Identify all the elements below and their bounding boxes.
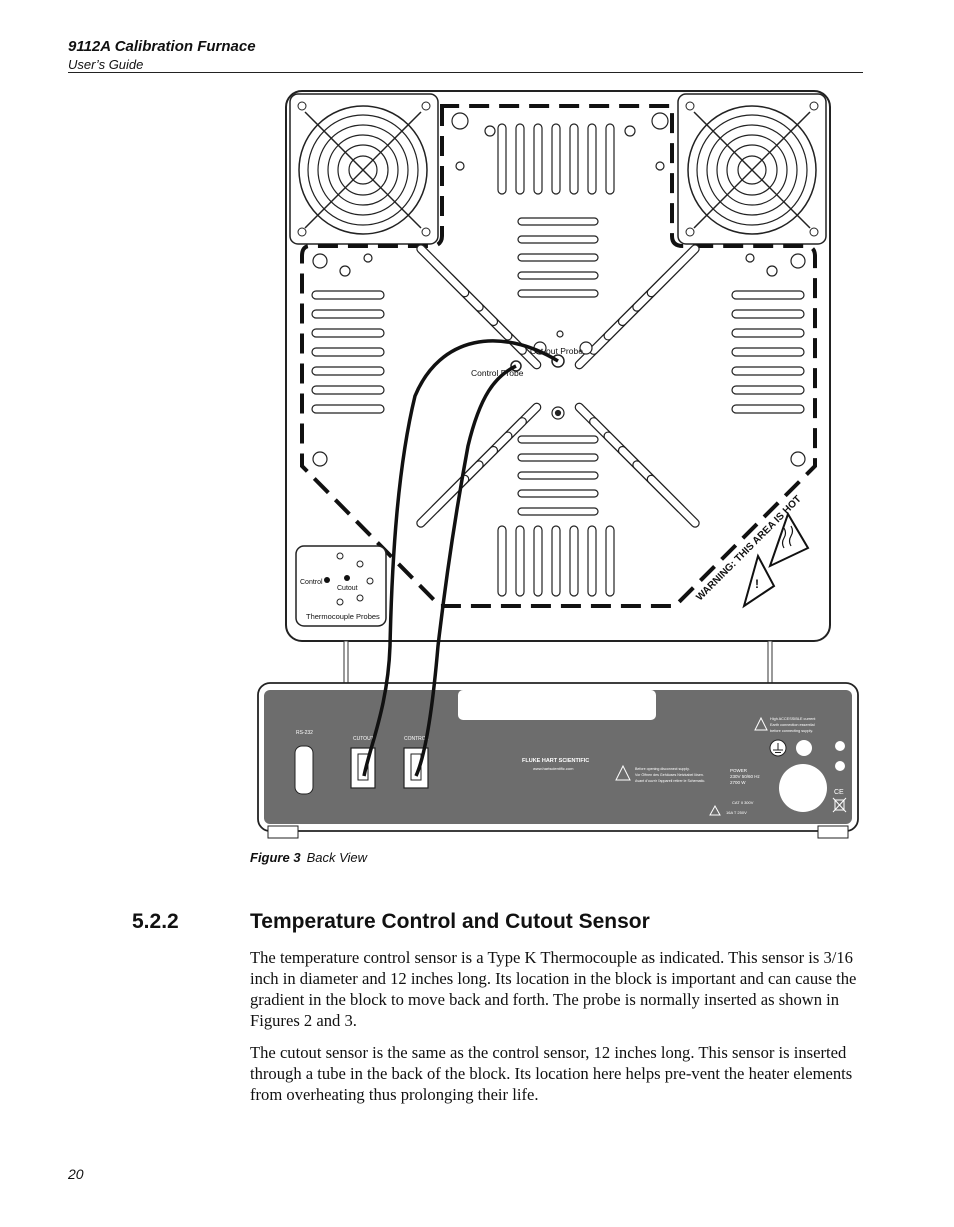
fuse-warning-icon <box>709 804 721 816</box>
current-warning-icon <box>754 716 768 731</box>
figure-caption: Figure 3 Back View <box>250 850 367 865</box>
figure-number: Figure 3 <box>250 850 301 865</box>
control-port-label: CONTROL <box>404 736 429 742</box>
header-rule <box>68 72 863 73</box>
control-probe-label: Control Probe <box>471 368 524 378</box>
paragraph-cutout-sensor: The cutout sensor is the same as the con… <box>250 1043 853 1104</box>
certification-mark-1 <box>835 741 845 751</box>
left-fan <box>289 93 439 245</box>
cat-label: CAT II 300V <box>732 800 754 805</box>
back-view-figure: Cut-out Probe Control Probe Control Cuto… <box>257 90 859 839</box>
current-warning-line2: Earth connection essential <box>770 723 815 727</box>
inset-cutout-label: Cutout <box>337 585 358 592</box>
rs232-label: RS-232 <box>296 730 313 736</box>
header-subtitle: User’s Guide <box>68 57 144 72</box>
section-number: 5.2.2 <box>132 910 179 933</box>
section-title: Temperature Control and Cutout Sensor <box>250 910 650 933</box>
right-fan <box>677 93 827 245</box>
left-leg <box>343 640 349 684</box>
current-warning-line1: High ACCESSIBLE current <box>770 717 816 721</box>
website-label: www.hartscientific.com <box>533 766 574 771</box>
cutout-probe-cable <box>362 339 559 777</box>
power-label: POWER <box>730 768 748 773</box>
base-label-slot <box>458 690 656 720</box>
thermocouple-inset: Control Cutout Thermocouple Probes <box>295 545 387 627</box>
cutout-probe-label: Cut-out Probe <box>530 346 583 356</box>
paragraph-control-sensor: The temperature control sensor is a Type… <box>250 948 857 1030</box>
base-foot-right <box>817 825 849 839</box>
ce-mark: CE <box>834 789 844 796</box>
control-probe-cable <box>414 364 517 777</box>
fuse-label: 16A T 250V <box>726 810 747 815</box>
header-title: 9112A Calibration Furnace <box>68 38 256 55</box>
cutout-port-label: CUTOUT <box>353 736 374 742</box>
power-socket[interactable] <box>779 764 827 812</box>
page-number: 20 <box>68 1166 84 1182</box>
certification-mark-2 <box>835 761 845 771</box>
rs232-port[interactable] <box>294 745 314 795</box>
figure-title: Back View <box>306 850 368 865</box>
disconnect-notice-line3: Avant d’ouvrir l’appareil retirer le Sch… <box>635 779 705 783</box>
power-rating-2: 2700 W <box>730 780 746 785</box>
disconnect-notice: Before opening disconnect supply. <box>635 767 690 771</box>
notice-warning-icon <box>615 764 631 781</box>
inset-title: Thermocouple Probes <box>306 612 380 621</box>
weee-bin-icon <box>832 797 847 813</box>
hot-surface-icon <box>768 511 810 568</box>
right-leg <box>767 640 773 684</box>
svg-text:!: ! <box>755 577 759 591</box>
base-foot-left <box>267 825 299 839</box>
disconnect-notice-line2: Vor Öffnen des Gehäuses Netzkabel lösen. <box>635 773 704 777</box>
warning-triangle-icon: ! <box>742 553 776 609</box>
vent-slots <box>311 123 805 597</box>
power-rating-1: 230V 50/60 Hz <box>730 774 761 779</box>
hot-area-outline <box>300 104 817 608</box>
base-panel <box>264 690 852 824</box>
inset-control-label: Control <box>300 579 323 586</box>
current-warning-line3: before connecting supply. <box>770 729 813 733</box>
brand-label: FLUKE HART SCIENTIFIC <box>522 758 589 764</box>
indicator-light <box>796 740 812 756</box>
